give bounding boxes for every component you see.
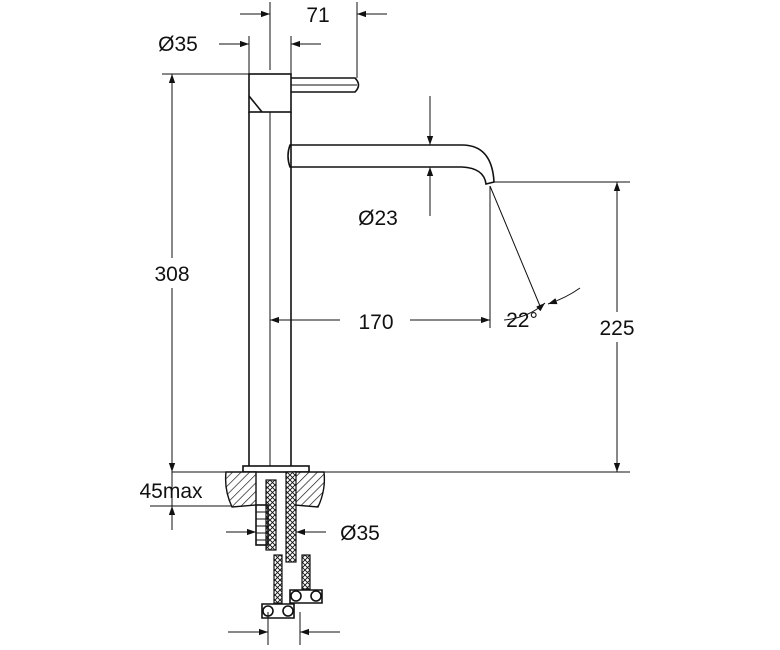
supply-hose-right — [285, 471, 297, 563]
deck-mounting — [172, 471, 630, 619]
dimension-spout-diameter: Ø23 — [358, 96, 434, 230]
spout-base — [287, 144, 291, 168]
cap-chamfer — [248, 95, 263, 113]
body-diameter-label: Ø35 — [158, 33, 198, 56]
hose-lower-right — [301, 554, 311, 590]
deck-section-left — [224, 471, 257, 508]
total-height-label: 308 — [154, 263, 189, 286]
connector-nut-left — [261, 603, 295, 619]
shank-diameter-label: Ø35 — [340, 522, 380, 545]
dimension-outlet-height: 225 — [494, 181, 640, 472]
nut-left-b — [282, 605, 294, 617]
lever-handle — [291, 77, 360, 93]
spout-reach-label: 170 — [358, 311, 393, 334]
deck-thickness-label: 45max — [139, 480, 203, 503]
spout — [291, 144, 495, 185]
dimension-spout-reach: 170 — [270, 186, 491, 334]
supply-hose-left — [265, 479, 277, 551]
spout-diameter-label: Ø23 — [358, 207, 398, 230]
shank-threads — [256, 511, 268, 541]
lever-offset-label: 71 — [306, 4, 329, 27]
nut-right-b — [310, 590, 322, 602]
hose-lower-left — [273, 554, 283, 604]
dimension-body-diameter: Ø35 — [158, 33, 321, 74]
dimension-shank-diameter: Ø35 — [226, 522, 380, 545]
outlet-angle-label: 22° — [506, 309, 538, 332]
outlet-height-label: 225 — [599, 317, 634, 340]
faucet-outline — [242, 73, 495, 473]
dimension-connector-spacing — [228, 612, 340, 645]
dimension-outlet-angle: 22° — [489, 185, 581, 332]
nut-right-a — [290, 590, 302, 602]
dimension-total-height: 308 — [150, 73, 249, 472]
base-flange — [242, 465, 310, 473]
lever-cap — [248, 73, 292, 113]
dimension-lever-offset: 71 — [240, 2, 387, 78]
connector-nut-right — [289, 589, 323, 604]
threaded-shank — [255, 504, 269, 546]
dimension-deck-thickness: 45max — [139, 472, 232, 530]
deck-section-right — [293, 471, 326, 508]
